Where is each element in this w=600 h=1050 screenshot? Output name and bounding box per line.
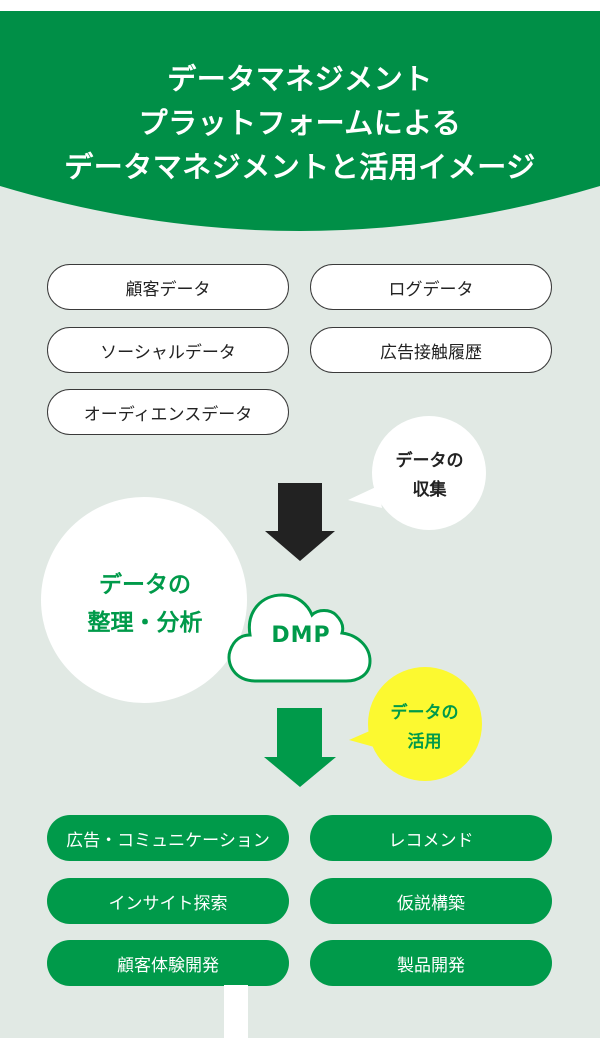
- application-label: インサイト探索: [108, 893, 228, 914]
- source-label: ログデータ: [388, 279, 474, 300]
- organize-circle: [41, 497, 247, 703]
- dmp-label: DMP: [271, 623, 331, 648]
- dmp-cloud-icon: [227, 593, 372, 683]
- header-background: [0, 11, 600, 231]
- page-title: データマネジメント プラットフォームによる データマネジメントと活用イメージ: [0, 57, 600, 189]
- organize-line-2: 整理・分析: [87, 610, 203, 636]
- title-line-3: データマネジメントと活用イメージ: [64, 150, 536, 184]
- source-audience-data: オーディエンスデータ: [47, 389, 289, 435]
- application-label: 広告・コミュニケーション: [66, 830, 270, 851]
- collect-arrow-down-icon: [265, 483, 335, 561]
- source-customer-data: 顧客データ: [47, 264, 289, 310]
- source-label: オーディエンスデータ: [83, 404, 253, 425]
- use-label: データの 活用: [367, 699, 482, 757]
- organize-line-1: データの: [99, 572, 191, 598]
- source-label: 広告接触履歴: [380, 342, 482, 363]
- collect-line-1: データの: [395, 451, 464, 471]
- use-line-1: データの: [390, 703, 459, 723]
- collect-line-2: 収集: [412, 480, 447, 500]
- source-label: ソーシャルデータ: [100, 342, 236, 363]
- application-label: 顧客体験開発: [117, 955, 219, 976]
- application-label: レコメンド: [388, 830, 474, 851]
- use-line-2: 活用: [407, 732, 442, 752]
- source-log-data: ログデータ: [310, 264, 552, 310]
- application-label: 製品開発: [397, 955, 465, 976]
- application-product-development: 製品開発: [310, 940, 552, 986]
- title-line-1: データマネジメント: [167, 62, 433, 96]
- application-hypothesis-building: 仮説構築: [310, 878, 552, 924]
- source-label: 顧客データ: [125, 279, 211, 300]
- organize-label: データの 整理・分析: [55, 566, 235, 642]
- application-recommendation: レコメンド: [310, 815, 552, 861]
- diagram-panel: データマネジメント プラットフォームによる データマネジメントと活用イメージ 顧…: [0, 11, 600, 1038]
- source-ad-exposure-history: 広告接触履歴: [310, 327, 552, 373]
- collect-label: データの 収集: [372, 447, 487, 505]
- collect-speech-bubble: [348, 416, 486, 530]
- application-advertising-communication: 広告・コミュニケーション: [47, 815, 289, 861]
- title-line-2: プラットフォームによる: [138, 106, 462, 140]
- use-speech-bubble: [349, 667, 482, 781]
- application-label: 仮説構築: [397, 893, 465, 914]
- connector-bar: [224, 985, 248, 1038]
- source-social-data: ソーシャルデータ: [47, 327, 289, 373]
- application-customer-experience-development: 顧客体験開発: [47, 940, 289, 986]
- use-arrow-down-icon: [264, 708, 336, 787]
- application-insight-exploration: インサイト探索: [47, 878, 289, 924]
